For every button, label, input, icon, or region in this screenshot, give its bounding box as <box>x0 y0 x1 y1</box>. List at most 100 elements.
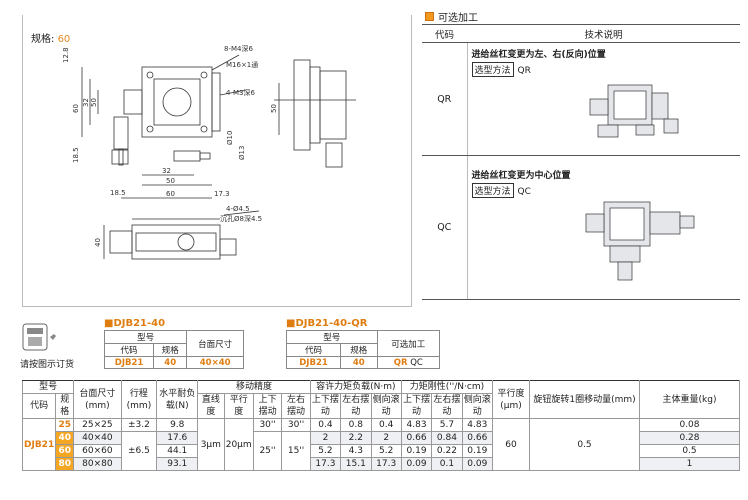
row-parallelism: 60 <box>492 418 530 471</box>
table-row: 80 80×80 93.1 17.3 15.1 17.3 0.09 0.1 0.… <box>23 457 740 471</box>
block-2-title: ■DJB21-40-QR <box>286 318 368 329</box>
row-spec: 40 <box>55 431 75 445</box>
row-m3: 17.3 <box>370 457 402 471</box>
h-table: 台面尺寸 <box>186 330 244 357</box>
h-m-yaw: 左右摆动 <box>340 393 372 419</box>
table-row: 40 40×40 ±6.5 17.6 25'' 15'' 2 2.2 2 0.6… <box>23 431 740 471</box>
row-table: 60×60 <box>73 444 122 458</box>
dim-2: 8-M4深6 <box>224 44 253 53</box>
row-r3: 4.83 <box>461 418 494 432</box>
technical-drawing: 12.8 8-M4深6 M16×1通 4-M3深6 60 32 50 18.5 … <box>62 44 356 260</box>
option-code: QR <box>422 42 468 156</box>
dim-17: 4-Ø4.5 <box>226 205 250 213</box>
select-method: 选型方法 <box>471 62 514 77</box>
h-table-size: 台面尺寸(mm) <box>73 380 122 419</box>
value-opt: QR QC <box>376 356 441 369</box>
row-m2: 15.1 <box>340 457 372 471</box>
row-load: 9.8 <box>156 418 199 432</box>
row-m3: 2 <box>370 431 402 445</box>
dim-3: M16×1通 <box>226 60 258 69</box>
row-table: 25×25 <box>73 418 122 432</box>
dim-8: 18.5 <box>72 147 80 163</box>
row-knob: 0.5 <box>529 418 640 471</box>
row-m2: 0.8 <box>340 418 372 432</box>
col-spec: 技术说明 <box>467 24 740 43</box>
h-rigidity: 力矩刚性(''/N·cm) <box>400 380 494 394</box>
h-spec: 规格 <box>340 343 378 357</box>
row-m1: 5.2 <box>309 444 342 458</box>
h-precision: 移动精度 <box>197 380 311 394</box>
block-1: ■DJB21-40 型号 台面尺寸 代码 规格 DJB21 40 40×40 <box>103 318 244 369</box>
dim-1: 12.8 <box>62 47 70 63</box>
row-yaw: 15'' <box>281 431 311 471</box>
row-m1: 0.4 <box>309 418 342 432</box>
value-code: DJB21 <box>285 356 342 369</box>
block-1-title: ■DJB21-40 <box>104 318 166 329</box>
row-weight: 1 <box>639 457 740 471</box>
h-spec: 规格 <box>55 393 75 419</box>
dim-15: Ø13 <box>238 146 246 160</box>
dim-19: 40 <box>94 238 102 247</box>
phone-icon <box>22 323 56 351</box>
row-m3: 0.4 <box>370 418 402 432</box>
value-table: 40×40 <box>186 356 244 369</box>
row-r3: 0.19 <box>461 444 494 458</box>
qr-stage-illustration <box>589 84 678 138</box>
dim-10: 32 <box>162 167 171 175</box>
dim-13: 17.3 <box>214 190 230 198</box>
row-load: 17.6 <box>156 431 199 445</box>
h-stroke: 行程(mm) <box>120 380 158 419</box>
row-code: DJB21 <box>21 418 57 471</box>
dim-4: 4-M3深6 <box>226 88 255 97</box>
order-instruction: 请按图示订货 <box>20 360 75 370</box>
h-m-roll: 侧向滚动 <box>370 393 402 419</box>
block-2-table: 型号 可选加工 代码 规格 DJB21 40 QR QC <box>285 330 441 369</box>
row-load: 93.1 <box>156 457 199 471</box>
dim-18: 沉孔Ø8深4.5 <box>220 214 262 223</box>
row-r3: 0.09 <box>461 457 494 471</box>
row-weight: 0.28 <box>639 431 740 445</box>
row-load: 44.1 <box>156 444 199 458</box>
h-moment: 容许力矩负载(N·m) <box>309 380 402 394</box>
row-stroke: ±6.5 <box>120 431 158 471</box>
h-parallel: 平行度(μm) <box>492 380 530 419</box>
block-1-table: 型号 台面尺寸 代码 规格 DJB21 40 40×40 <box>103 330 244 369</box>
optional-heading: 可选加工 <box>425 9 478 24</box>
row-r1: 0.09 <box>400 457 433 471</box>
block-2: ■DJB21-40-QR 型号 可选加工 代码 规格 DJB21 40 QR Q… <box>285 318 441 369</box>
h-code: 代码 <box>103 343 155 357</box>
spec-label: 规格: 60 <box>31 34 71 45</box>
select-value: QC <box>517 187 531 197</box>
h-type: 型号 <box>286 330 378 344</box>
row-pitch: 30'' <box>252 418 283 432</box>
row-pitch: 25'' <box>252 431 283 471</box>
row-r2: 0.84 <box>431 431 463 445</box>
row-weight: 0.5 <box>639 444 740 458</box>
h-opt: 可选加工 <box>376 330 441 357</box>
row-m1: 17.3 <box>309 457 342 471</box>
row-r1: 0.66 <box>400 431 433 445</box>
row-table: 40×40 <box>73 431 122 445</box>
h-par: 平行度 <box>223 393 254 419</box>
h-r-yaw: 左右摆动 <box>431 393 463 419</box>
dim-6: 32 <box>82 98 90 107</box>
qc-stage-illustration <box>585 201 694 281</box>
select-method: 选型方法 <box>471 183 514 198</box>
value-code: DJB21 <box>103 356 155 369</box>
h-knob: 旋钮旋转1圈移动量(mm) <box>529 380 640 419</box>
row-spec: 80 <box>55 457 75 471</box>
h-type: 型号 <box>103 330 188 344</box>
row-stroke: ±3.2 <box>120 418 158 432</box>
h-spec: 规格 <box>153 343 188 357</box>
spec-table: 型号 台面尺寸(mm) 行程(mm) 水平耐负载(N) 移动精度 容许力矩负载(… <box>21 380 740 471</box>
row-r3: 0.66 <box>461 431 494 445</box>
dim-7: 50 <box>90 98 98 107</box>
h-weight: 主体重量(kg) <box>639 380 740 419</box>
row-r1: 4.83 <box>400 418 433 432</box>
table-row: DJB21 25 25×25 ±3.2 9.8 3μm 20μm 30'' 30… <box>21 418 740 471</box>
row-m1: 2 <box>309 431 342 445</box>
row-spec: 60 <box>55 444 75 458</box>
h-code: 代码 <box>21 393 57 419</box>
